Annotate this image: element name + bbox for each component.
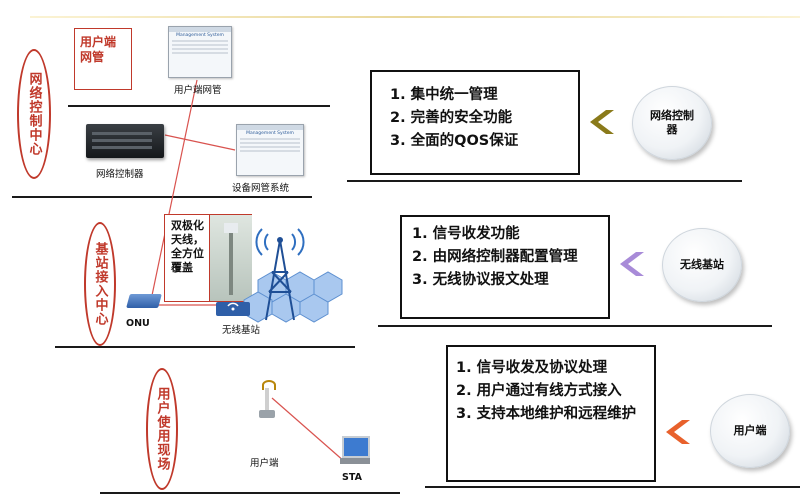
device-nms-label: 设备网管系统 — [232, 183, 290, 194]
antenna-note-text: 双极化天线，全方位覆盖 — [171, 219, 204, 274]
network-controller-label: 网络控制器 — [96, 169, 144, 180]
zone-network-center-label: 网络控制中心 — [26, 72, 42, 156]
user-nms-box-label: 用户端网管 — [80, 35, 117, 64]
chevron-left-icon — [666, 420, 690, 444]
feature-item: 2. 用户通过有线方式接入 — [456, 383, 622, 399]
feature-item: 1. 集中统一管理 — [390, 87, 498, 103]
onu-label: ONU — [126, 318, 150, 329]
device-nms-screen: Management System — [236, 124, 304, 176]
sta-computer-icon — [340, 436, 370, 466]
feature-item: 3. 全面的QOS保证 — [390, 133, 519, 149]
user-terminal-icon — [258, 380, 276, 420]
left-line-2 — [12, 196, 312, 198]
zone-network-center: 网络控制中心 — [17, 49, 51, 179]
top-divider — [30, 16, 800, 18]
chevron-left-icon — [590, 110, 614, 134]
zone-base-station-center: 基站接入中心 — [84, 222, 116, 346]
user-nms-screen-title: Management System — [176, 33, 224, 38]
badge-network-controller-label: 网络控制器 — [650, 109, 694, 136]
right-line-1 — [347, 180, 742, 182]
base-station-graphic — [216, 228, 343, 323]
signal-waves-icon — [255, 228, 305, 256]
badge-user-terminal-label: 用户端 — [733, 424, 767, 437]
feature-item: 1. 信号收发功能 — [412, 226, 520, 242]
zone-base-station-label: 基站接入中心 — [92, 242, 108, 326]
feature-item: 2. 由网络控制器配置管理 — [412, 249, 578, 265]
user-nms-screen-label: 用户端网管 — [174, 85, 222, 96]
feature-box-user-terminal: 1. 信号收发及协议处理 2. 用户通过有线方式接入 3. 支持本地维护和远程维… — [446, 345, 656, 482]
left-line-1 — [68, 105, 330, 107]
badge-wireless-base: 无线基站 — [662, 228, 742, 302]
zone-user-site: 用户使用现场 — [146, 368, 178, 490]
onu-device — [126, 294, 162, 308]
badge-wireless-base-label: 无线基站 — [680, 258, 724, 271]
antenna-note-box: 双极化天线，全方位覆盖 — [164, 214, 252, 302]
network-controller-device — [86, 124, 164, 158]
wireless-base-label: 无线基站 — [222, 325, 261, 336]
wireless-base-icon — [216, 302, 250, 316]
line-user-nms-to-onu — [149, 79, 198, 306]
line-user-to-sta — [271, 397, 346, 463]
chevron-left-icon — [620, 252, 644, 276]
badge-user-terminal: 用户端 — [710, 394, 790, 468]
badge-network-controller: 网络控制器 — [632, 86, 712, 160]
sta-label: STA — [342, 472, 362, 483]
antenna-photo — [209, 215, 252, 301]
feature-box-network-controller: 1. 集中统一管理 2. 完善的安全功能 3. 全面的QOS保证 — [370, 70, 580, 175]
feature-item: 2. 完善的安全功能 — [390, 110, 513, 126]
feature-item: 3. 无线协议报文处理 — [412, 272, 549, 288]
device-nms-screen-title: Management System — [246, 131, 294, 136]
feature-item: 3. 支持本地维护和远程维护 — [456, 406, 637, 422]
user-nms-box: 用户端网管 — [74, 28, 132, 90]
right-line-2 — [378, 325, 772, 327]
tower-icon — [265, 239, 295, 321]
zone-user-site-label: 用户使用现场 — [154, 387, 170, 471]
feature-item: 1. 信号收发及协议处理 — [456, 360, 608, 376]
user-terminal-label: 用户端 — [250, 458, 279, 469]
right-line-3 — [425, 486, 800, 488]
user-nms-screen: Management System — [168, 26, 232, 78]
left-line-4 — [100, 492, 400, 494]
tower-top-dot — [277, 237, 283, 243]
feature-box-wireless-base: 1. 信号收发功能 2. 由网络控制器配置管理 3. 无线协议报文处理 — [400, 215, 610, 319]
line-controller-to-device-nms — [164, 134, 236, 151]
left-line-3 — [55, 346, 355, 348]
